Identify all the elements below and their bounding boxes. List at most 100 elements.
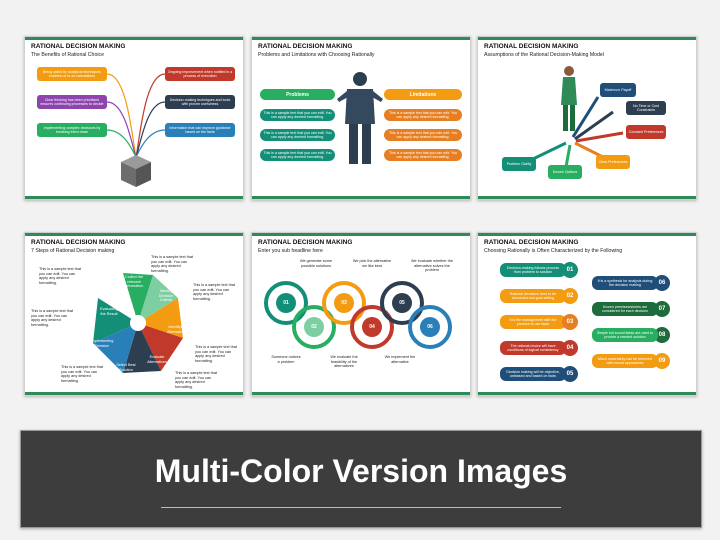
right-item-8: Simple but sound ideas are used to provi…: [592, 328, 658, 342]
slide-bottom-bar: [478, 196, 696, 199]
slide-bottom-bar: [478, 392, 696, 395]
slide-subtitle: Choosing Rationally is Often Characteriz…: [484, 248, 623, 254]
sample-text-4: This is a sample text that you can edit.…: [175, 371, 217, 390]
slide-title: RATIONAL DECISION MAKING: [31, 239, 126, 246]
left-item-5: Decision making will be objective, unbia…: [500, 367, 566, 381]
left-item-2-number: 02: [562, 288, 578, 304]
step-text-top-3: We evaluate whether the alternative solv…: [411, 259, 453, 273]
right-item-6: It is a synthesis for analysis during th…: [592, 276, 658, 290]
slide-bottom-bar: [25, 196, 243, 199]
slide-top-bar: [252, 233, 470, 236]
slide-subtitle: 7 Steps of Rational Decision making: [31, 248, 115, 254]
left-item-5-number: 05: [562, 366, 578, 382]
slide-top-bar: [478, 233, 696, 236]
slide-top-bar: [25, 233, 243, 236]
right-box-3: Information that can improve guidance ba…: [165, 123, 235, 137]
slide-bottom-bar: [252, 196, 470, 199]
gear-number-02: 02: [311, 324, 317, 330]
step-2-label: Identify Decision Criteria: [158, 289, 174, 303]
slide-bottom-bar: [252, 392, 470, 395]
banner-title: Multi-Color Version Images: [154, 453, 568, 489]
limitation-item-1: This is a sample text that you can edit.…: [384, 109, 462, 121]
right-item-7: Known premises/stories are considered fo…: [592, 302, 658, 316]
step-4-label: Evaluate Alternatives: [147, 355, 167, 364]
right-item-7-number: 07: [654, 301, 670, 317]
left-item-3-number: 03: [562, 314, 578, 330]
thumbnail-characteristics[interactable]: RATIONAL DECISION MAKING Choosing Ration…: [477, 232, 697, 396]
step-text-bottom-1: Someone notices a problem: [271, 355, 301, 364]
right-item-9-number: 09: [654, 353, 670, 369]
slide-subtitle: Enter you sub headline here: [258, 248, 323, 254]
assumption-clear-preferences: Clear Preferences: [596, 155, 630, 169]
sample-text-2: This is a sample text that you can edit.…: [193, 283, 235, 302]
problems-label: Problems: [260, 89, 335, 100]
step-text-top-1: We generate some possible solutions: [299, 259, 332, 268]
gear-number-05: 05: [399, 300, 405, 306]
sample-text-5: This is a sample text that you can edit.…: [61, 365, 103, 384]
gear-number-06: 06: [427, 324, 433, 330]
slide-subtitle: Problems and Limitations with Choosing R…: [258, 52, 375, 58]
left-item-4-number: 04: [562, 340, 578, 356]
problem-item-2: This is a sample text that you can edit.…: [260, 129, 335, 141]
slide-title: RATIONAL DECISION MAKING: [484, 239, 579, 246]
assumption-problem-clarity: Problem Clarity: [502, 157, 536, 171]
limitation-item-2: This is a sample text that you can edit.…: [384, 129, 462, 141]
thumbnail-seven-steps[interactable]: RATIONAL DECISION MAKING 7 Steps of Rati…: [24, 232, 244, 396]
slide-bottom-bar: [25, 392, 243, 395]
right-box-2: Decision-making techniques and tools wit…: [165, 95, 235, 109]
left-item-1-number: 01: [562, 262, 578, 278]
man-arrows-illustration: [532, 66, 624, 168]
box-illustration: [107, 73, 165, 187]
left-item-2: Rational decisions tend to be structured…: [500, 289, 566, 303]
step-7-label: Evaluating the Result: [100, 307, 118, 316]
right-item-6-number: 06: [654, 275, 670, 291]
slide-top-bar: [478, 37, 696, 40]
step-6-label: Implementing Decision: [90, 339, 114, 348]
slide-title: RATIONAL DECISION MAKING: [484, 43, 579, 50]
problem-item-1: This is a sample text that you can edit.…: [260, 109, 335, 121]
limitation-item-3: This is a sample text that you can edit.…: [384, 149, 462, 161]
gear-number-03: 03: [341, 300, 347, 306]
step-text-top-2: We pick the alternative we like best: [352, 259, 392, 268]
sample-text-7: This is a sample text that you can edit.…: [39, 267, 81, 286]
banner: Multi-Color Version Images: [20, 430, 702, 528]
assumption-constant-preferences: Constant Preferences: [626, 125, 666, 139]
left-box-1: Being aided by analytical techniques ena…: [37, 67, 107, 81]
gear-number-01: 01: [283, 300, 289, 306]
thumbnail-gear-process[interactable]: RATIONAL DECISION MAKING Enter you sub h…: [251, 232, 471, 396]
person-illustration: [337, 72, 383, 164]
slide-top-bar: [25, 37, 243, 40]
thumbnail-problems-limitations[interactable]: RATIONAL DECISION MAKING Problems and Li…: [251, 36, 471, 200]
sample-text-6: This is a sample text that you can edit.…: [31, 309, 73, 328]
gear-chain: [264, 281, 452, 349]
step-5-label: Select Best Solution: [116, 363, 136, 372]
assumption-no-constraints: No Time or Cost Constraints: [626, 101, 666, 115]
assumption-maximum-payoff: Maximum Payoff: [600, 83, 636, 97]
left-item-3: It is the management with the premise to…: [500, 315, 566, 329]
problem-item-3: This is a sample text that you can edit.…: [260, 149, 335, 161]
left-item-4: The rational choice will have conditions…: [500, 341, 566, 355]
slide-title: RATIONAL DECISION MAKING: [258, 239, 353, 246]
sample-text-1: This is a sample text that you can edit.…: [151, 255, 193, 274]
slide-title: RATIONAL DECISION MAKING: [31, 43, 126, 50]
step-text-bottom-2: We evaluate the feasibility of the alter…: [330, 355, 358, 369]
left-box-2: Clear thinking has been prioritized ensu…: [37, 95, 107, 109]
right-item-8-number: 08: [654, 327, 670, 343]
right-box-1: Ongoing improvement when notified in a p…: [165, 67, 235, 81]
limitations-label: Limitations: [384, 89, 462, 100]
thumbnail-benefits[interactable]: RATIONAL DECISION MAKING The Benefits of…: [24, 36, 244, 200]
assumption-known-options: Known Options: [548, 165, 582, 179]
right-item-9: Much uncertainty can be removed with sou…: [592, 354, 658, 368]
sample-text-3: This is a sample text that you can edit.…: [195, 345, 237, 364]
step-1-label: Collect the relevant information: [124, 275, 144, 289]
slide-subtitle: Assumptions of the Rational Decision-Mak…: [484, 52, 604, 58]
slide-top-bar: [252, 37, 470, 40]
left-box-3: Implementing complex decisions by breaki…: [37, 123, 107, 137]
gear-number-04: 04: [369, 324, 375, 330]
seven-steps-wheel: [93, 273, 183, 373]
step-3-label: Identifying Alternatives: [167, 325, 187, 334]
slide-title: RATIONAL DECISION MAKING: [258, 43, 353, 50]
banner-underline: [161, 507, 561, 508]
thumbnail-assumptions[interactable]: RATIONAL DECISION MAKING Assumptions of …: [477, 36, 697, 200]
left-item-1: Decision-making follows process from pro…: [500, 263, 566, 277]
